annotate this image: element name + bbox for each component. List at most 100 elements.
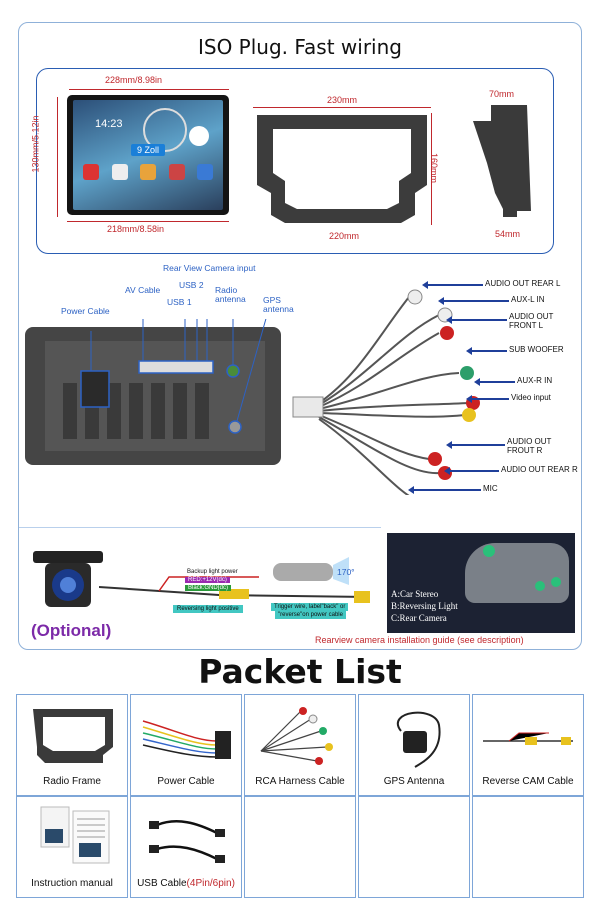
bracket-bottom-label: 54mm [495,229,521,239]
packet-list-title: Packet List [198,652,402,691]
packet-item-label: Radio Frame [43,776,101,787]
gps-antenna-label-2: antenna [263,304,294,314]
instruction-manual-icon [40,806,110,864]
packet-item-label: USB Cable(4Pin/6pin) [131,878,241,889]
rear-camera-drawing [33,551,103,607]
arrow [466,395,509,402]
packet-item-label: Instruction manual [31,878,113,889]
rca-label-audio-out-rear-r: AUDIO OUT REAR R [501,465,578,474]
reversing-positive-label: Reversing light positive [173,605,243,613]
arrow [446,441,505,448]
rca-label-aux-l-in: AUX-L IN [511,295,545,304]
screen-width-label: 228mm/8.98in [105,75,163,85]
red-wire-label: RED:+12V(dc) [185,577,230,583]
optional-label: (Optional) [31,621,112,640]
packet-item-label: RCA Harness Cable [255,776,345,787]
power-cable-icon [142,720,231,759]
packet-item-label: Power Cable [157,776,215,787]
rca-label-audio-out-front-l-2: FRONT L [509,321,544,330]
trigger-wire-label-2: "reverse"on power cable [275,611,346,619]
screen-bottom-label: 218mm/8.58in [107,224,165,234]
bottom-line [67,221,229,222]
arrow [422,281,483,288]
rca-label-sub-woofer: SUB WOOFER [509,345,564,354]
radio-antenna-label-2: antenna [215,294,246,304]
arrow [408,486,481,493]
car-top-icon [273,557,349,585]
screen-size-badge: 9 Zoll [131,144,166,156]
screen-height-label: 130mm/5.12in [30,115,41,173]
frame-side-line [431,113,432,225]
bracket-top-label: 70mm [489,89,515,99]
width-line [69,89,229,90]
backup-power-label: Backup light power [187,569,238,575]
app-icon [140,164,156,180]
marker-c [551,577,561,587]
packet-item-empty [472,796,584,898]
usb-cable-label: USB Cable [137,878,187,889]
packet-item-instruction-manual: Instruction manual [16,796,128,898]
rca-harness-drawing [292,289,480,495]
radio-antenna-label-1: Radio [215,285,238,295]
rca-label-aux-r-in: AUX-R IN [517,376,553,385]
app-icon-row [83,164,213,182]
usb2-label: USB 2 [179,280,204,290]
frame-bottom-label: 220mm [329,231,360,241]
install-guide-caption: Rearview camera installation guide (see … [315,635,524,645]
install-a-label: A:Car Stereo [391,589,439,599]
usb-cable-icon [149,820,225,863]
usb-cable-suffix: (4Pin/6pin) [186,878,235,889]
packet-item-rca-harness: RCA Harness Cable [244,694,356,796]
usb1-label: USB 1 [167,297,192,307]
packet-item-power-cable: Power Cable [130,694,242,796]
install-c-label: C:Rear Camera [391,613,447,623]
arrow [444,467,499,474]
app-icon [197,164,213,180]
radio-frame-drawing [257,115,427,223]
packet-item-reverse-cam-cable: Reverse CAM Cable [472,694,584,796]
side-bracket-drawing [473,105,531,217]
packet-item-empty [358,796,470,898]
packet-item-radio-frame: Radio Frame [16,694,128,796]
arrow [474,378,515,385]
camera-angle-label: 170° [337,567,355,577]
head-unit-back-panel [25,319,281,465]
arrow [438,297,509,304]
app-icon [83,164,99,180]
packet-item-label: GPS Antenna [383,776,445,787]
screen-clock: 14:23 [95,118,123,130]
height-line [57,97,58,217]
packet-item-empty [244,796,356,898]
wiring-panel: ISO Plug. Fast wiring 228mm/8.98in 130mm… [18,22,582,650]
marker-b [535,581,545,591]
rca-label-audio-out-rear-l: AUDIO OUT REAR L [485,279,561,288]
rca-label-audio-out-frout-r-1: AUDIO OUT [507,437,552,446]
page-title: ISO Plug. Fast wiring [197,35,402,59]
app-icon [111,164,128,180]
arrow [466,347,507,354]
rca-label-video-input: Video input [511,393,551,402]
packet-item-usb-cable: USB Cable(4Pin/6pin) [130,796,242,898]
car-cutaway [465,543,569,603]
reverse-cam-cable-icon [483,732,573,745]
install-guide-image: A:Car Stereo B:Reversing Light C:Rear Ca… [387,533,575,633]
frame-top-line [253,107,431,108]
rca-harness-icon [260,707,333,765]
trigger-wire-label-1: Trigger wire, label"back" or [271,603,349,611]
app-icon [168,164,185,180]
divider [19,527,381,528]
rear-camera-input-label: Rear View Camera input [163,263,256,273]
packet-item-label: Reverse CAM Cable [482,776,574,787]
head-unit-screen: 14:23 9 Zoll [67,95,229,215]
radio-frame-icon [33,709,113,763]
rca-label-audio-out-frout-r-2: FROUT R [507,446,543,455]
camera-cable-drawing [99,576,370,603]
install-b-label: B:Reversing Light [391,601,458,611]
rca-label-audio-out-front-l-1: AUDIO OUT [509,312,554,321]
rca-label-mic: MIC [483,484,498,493]
play-icon [189,126,209,146]
gps-antenna-label-1: GPS [263,295,281,305]
av-cable-label: AV Cable [125,285,161,295]
gps-antenna-icon [397,711,441,768]
black-wire-label: Black:GND(dc) [185,585,232,591]
